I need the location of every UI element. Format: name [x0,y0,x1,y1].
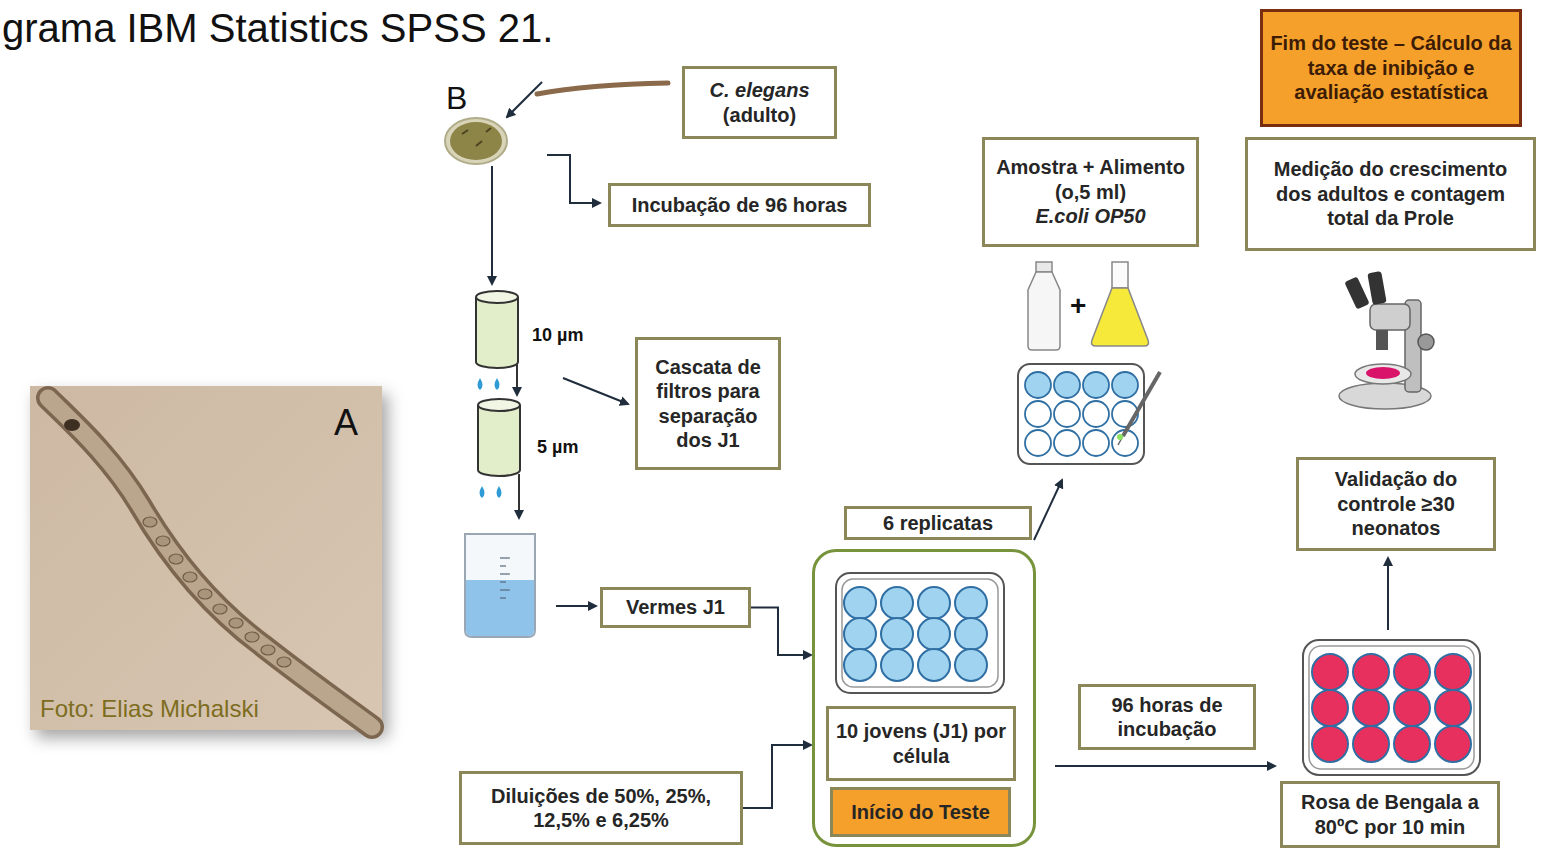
photo-credit: Foto: Elias Michalski [40,695,259,723]
stained-plate [1303,640,1480,775]
validation-box: Validação do controle ≥30 neonatos [1296,457,1496,551]
box-text: Início do Teste [851,800,990,824]
box-text: Validação do controle ≥30 neonatos [1305,467,1487,540]
box-text: Amostra + Alimento (o,5 ml) [991,155,1190,204]
filter-size: 5 µm [537,437,578,458]
flow-arrow [1055,765,1275,767]
plus-sign: + [1070,290,1086,322]
filter-cascade [476,291,520,518]
staining-box: Rosa de Bengala a 80ºC por 10 min [1280,781,1500,848]
sample-box: Amostra + Alimento (o,5 ml)E.coli OP50 [982,137,1199,247]
box-text: (adulto) [723,103,796,127]
panel-letter: B [446,80,467,117]
box-text: Rosa de Bengala a 80ºC por 10 min [1289,790,1491,839]
box-text: C. elegans [709,78,809,102]
group-heading: 6 replicatas [844,506,1032,540]
leader-arrow [547,155,600,203]
flow-connector [743,745,811,808]
end-box: Fim do teste – Cálculo da taxa de inibiç… [1260,9,1522,127]
box-text: Fim do teste – Cálculo da taxa de inibiç… [1269,31,1513,104]
replicate-group: 6 replicatas10 jovens (J1) por célulaIní… [812,549,1036,847]
beaker [465,534,535,637]
process-box: 10 jovens (J1) por célula [826,706,1016,781]
box-text: Vermes J1 [626,595,725,619]
box-text: Diluições de 50%, 25%, 12,5% e 6,25% [468,784,734,833]
panel-letter: A [334,402,358,444]
pointer-arrow [563,378,628,404]
petri-dish [445,118,507,164]
worm-photo [30,386,382,730]
box-text: 96 horas de incubação [1087,693,1247,742]
pointer-arrow [1034,480,1062,540]
filter-size: 10 µm [532,325,583,346]
bottle [1028,262,1060,350]
box-text: E.coli OP50 [1035,204,1145,228]
process-box: Incubação de 96 horas [608,183,871,227]
box-text: 10 jovens (J1) por célula [835,719,1007,768]
organism-box: C. elegans(adulto) [682,66,837,139]
measurement-box: Medição do crescimento dos adultos e con… [1245,137,1536,251]
process-box: 96 horas de incubação [1078,684,1256,750]
worm [537,83,668,94]
well-plate [1018,364,1160,464]
flow-arrow [491,166,493,284]
dilution-box: Diluições de 50%, 25%, 12,5% e 6,25% [459,771,743,845]
box-text: Incubação de 96 horas [632,193,848,217]
pointer-arrow [507,82,542,117]
flow-arrow [1387,558,1389,630]
box-text: Medição do crescimento dos adultos e con… [1254,157,1527,230]
box-text: Cascata de filtros para separação dos J1 [644,355,772,453]
flow-connector [751,608,811,656]
microscope [1339,271,1434,409]
process-box: Vermes J1 [600,587,751,628]
heading-fragment: grama IBM Statistics SPSS 21. [2,6,553,51]
flow-arrow [556,605,596,607]
flask [1092,262,1149,346]
process-box: Cascata de filtros para separação dos J1 [635,337,781,470]
well-plate [836,573,1004,693]
start-box: Início do Teste [830,787,1011,837]
